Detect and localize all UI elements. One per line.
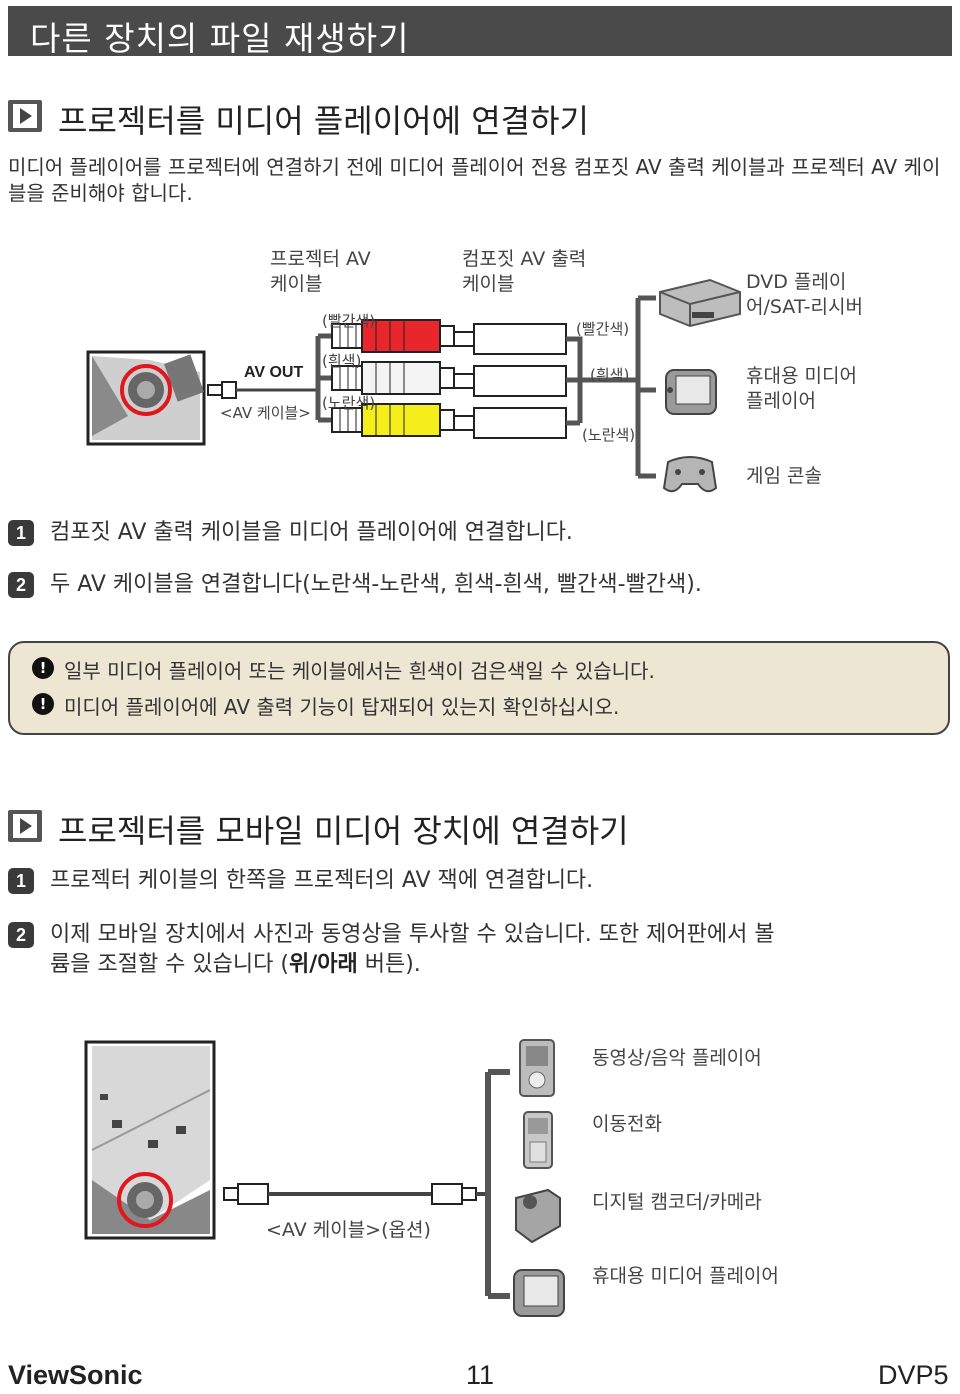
projector-top-illustration <box>84 1040 216 1240</box>
step-1: 1 프로젝터 케이블의 한쪽을 프로젝터의 AV 잭에 연결합니다. <box>8 866 948 898</box>
projector-illustration <box>86 350 206 446</box>
av-cable-illustration <box>223 1183 488 1205</box>
step-number: 2 <box>8 572 34 598</box>
media-player-connection-diagram <box>86 278 741 493</box>
step-text: 두 AV 케이블을 연결합니다(노란색-노란색, 흰색-흰색, 빨간색-빨간색)… <box>50 572 702 597</box>
step-number: 2 <box>8 922 34 948</box>
section-arrow-icon <box>8 810 42 842</box>
section-heading-mobile-device: 프로젝터를 모바일 미디어 장치에 연결하기 <box>8 806 948 850</box>
note-box: !일부 미디어 플레이어 또는 케이블에서는 흰색이 검은색일 수 있습니다. … <box>8 641 950 735</box>
footer-page-number: 11 <box>466 1360 495 1390</box>
page-title-bar: 다른 장치의 파일 재생하기 <box>8 6 952 58</box>
note-line-1: !일부 미디어 플레이어 또는 케이블에서는 흰색이 검은색일 수 있습니다. <box>32 655 655 684</box>
step-number: 1 <box>8 520 34 546</box>
step-2: 2 이제 모바일 장치에서 사진과 동영상을 투사할 수 있습니다. 또한 제어… <box>8 920 948 984</box>
composite-av-cable-label: 컴포짓 AV 출력 케이블 <box>462 248 587 295</box>
av-cable-optional-label: <AV 케이블>(옵션) <box>266 1219 431 1241</box>
warning-icon: ! <box>32 693 54 715</box>
white-left-label: (흰색) <box>322 352 362 370</box>
game-controller-icon <box>662 456 718 493</box>
step-2: 2 두 AV 케이블을 연결합니다(노란색-노란색, 흰색-흰색, 빨간색-빨간… <box>8 570 948 602</box>
step-text: 프로젝터 케이블의 한쪽을 프로젝터의 AV 잭에 연결합니다. <box>50 868 594 893</box>
section-arrow-icon <box>8 100 42 132</box>
note-line-2: !미디어 플레이어에 AV 출력 기능이 탑재되어 있는지 확인하십시오. <box>32 691 619 720</box>
warning-icon: ! <box>32 657 54 679</box>
page-title: 다른 장치의 파일 재생하기 <box>30 19 410 58</box>
portable-media-player-icon <box>513 1269 565 1317</box>
step-text: 이제 모바일 장치에서 사진과 동영상을 투사할 수 있습니다. 또한 제어판에… <box>50 922 775 977</box>
portable-media-player-icon <box>665 369 717 415</box>
footer-model: DVP5 <box>878 1360 949 1390</box>
yellow-right-label: (노란색) <box>582 426 636 444</box>
music-player-icon <box>519 1039 555 1097</box>
yellow-left-label: (노란색) <box>322 394 376 412</box>
mini-plug-icon <box>207 381 318 399</box>
device-label-pmp: 휴대용 미디어 플레이어 <box>592 1265 779 1287</box>
device-label-mobile-phone: 이동전화 <box>592 1113 662 1135</box>
av-cable-label: <AV 케이블> <box>220 404 311 422</box>
av-out-label: AV OUT <box>244 364 304 381</box>
intro-paragraph: 미디어 플레이어를 프로젝터에 연결하기 전에 미디어 플레이어 전용 컴포짓 … <box>8 155 941 205</box>
section-heading-media-player: 프로젝터를 미디어 플레이어에 연결하기 <box>8 96 948 140</box>
section-title: 프로젝터를 모바일 미디어 장치에 연결하기 <box>58 812 629 850</box>
red-left-label: (빨간색) <box>322 312 376 330</box>
mobile-device-connection-diagram <box>84 1039 565 1317</box>
red-right-label: (빨간색) <box>576 320 630 338</box>
section-title: 프로젝터를 미디어 플레이어에 연결하기 <box>58 102 589 140</box>
up-down-button-label: 위/아래 <box>288 952 358 977</box>
white-right-label: (흰색) <box>590 366 630 384</box>
rca-red-connector <box>331 319 455 353</box>
device-label-camcorder: 디지털 캠코더/카메라 <box>592 1191 762 1213</box>
mobile-phone-icon <box>523 1111 553 1169</box>
pmp-label: 휴대용 미디어 플레이어 <box>746 365 857 412</box>
step-number: 1 <box>8 868 34 894</box>
step-text: 컴포짓 AV 출력 케이블을 미디어 플레이어에 연결합니다. <box>50 520 573 545</box>
game-console-label: 게임 콘솔 <box>746 465 822 487</box>
step-1: 1 컴포짓 AV 출력 케이블을 미디어 플레이어에 연결합니다. <box>8 518 948 550</box>
dvd-player-icon <box>659 278 741 328</box>
rca-white-connector <box>331 361 455 395</box>
device-label-music-player: 동영상/음악 플레이어 <box>592 1047 762 1069</box>
dvd-player-label: DVD 플레이 어/SAT-리시버 <box>746 271 863 318</box>
projector-av-cable-label: 프로젝터 AV 케이블 <box>270 248 371 295</box>
camcorder-icon <box>515 1188 561 1244</box>
footer-brand: ViewSonic <box>8 1360 143 1390</box>
rca-yellow-connector <box>331 403 455 437</box>
